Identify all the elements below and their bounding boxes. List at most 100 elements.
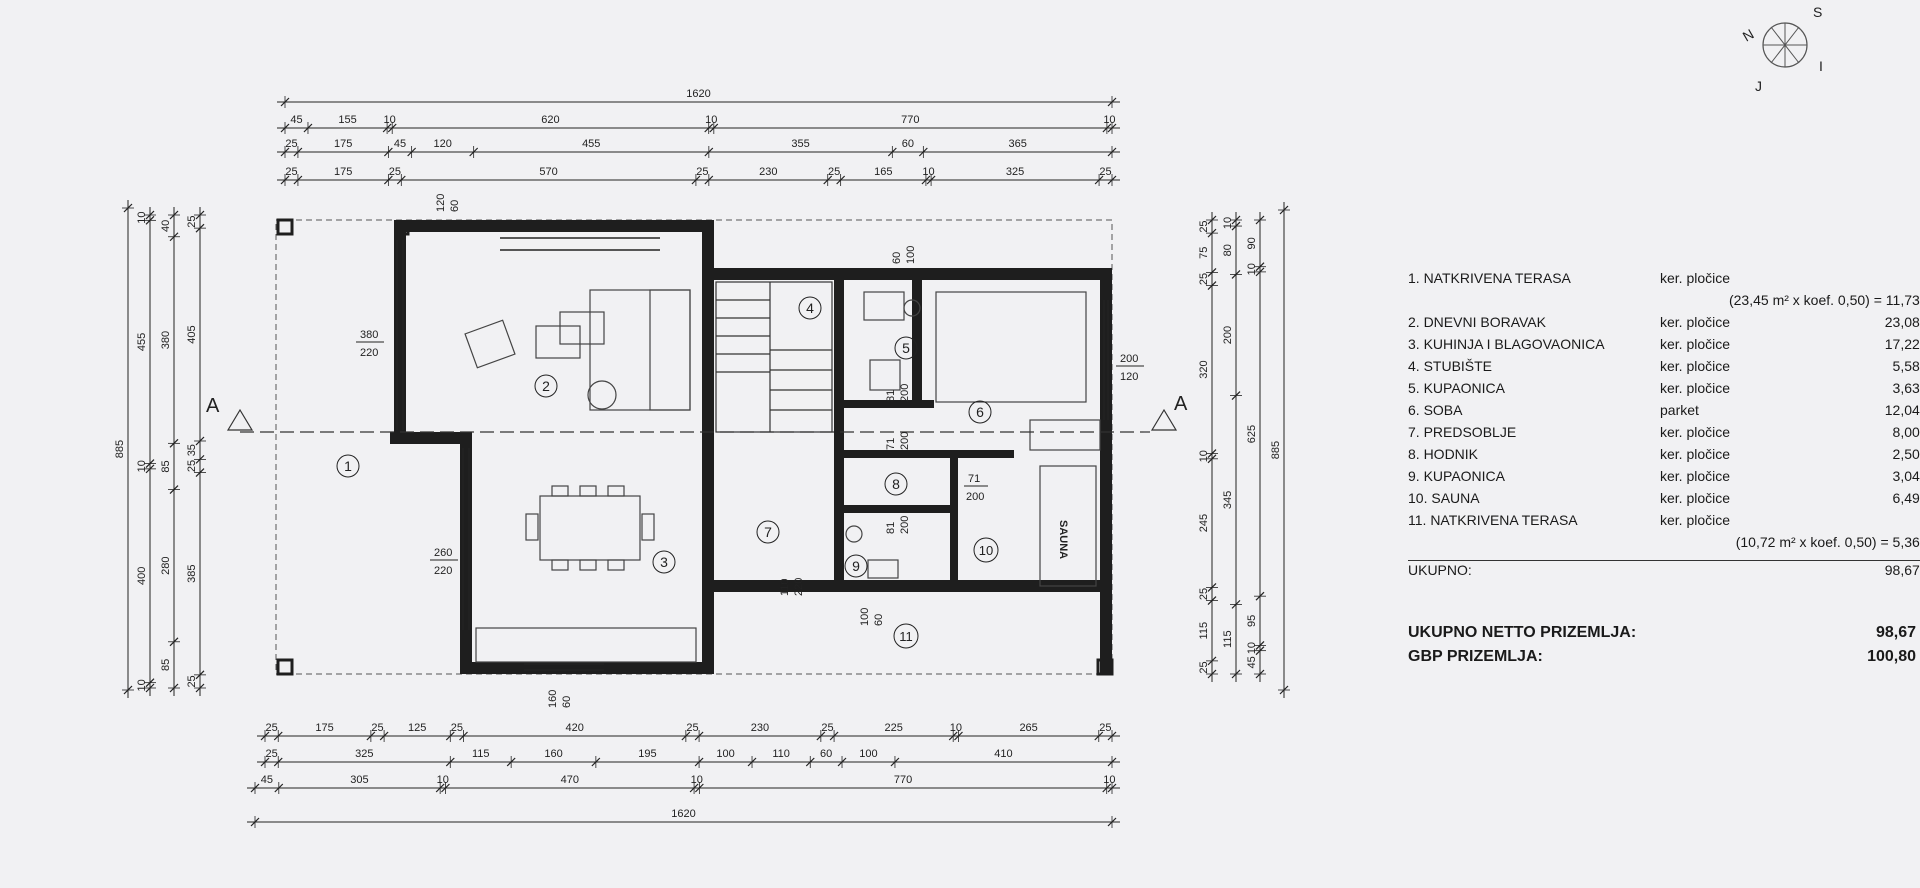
dim-label: 100 <box>716 748 734 760</box>
dim-label: 455 <box>136 333 148 351</box>
svg-text:100: 100 <box>905 246 917 264</box>
svg-text:60: 60 <box>891 252 903 264</box>
dim-label: 620 <box>541 114 559 126</box>
dim-label: 75 <box>1198 247 1210 259</box>
svg-text:110: 110 <box>779 578 791 596</box>
dim-label: 200 <box>1222 326 1234 344</box>
dim-label: 25 <box>696 166 708 178</box>
dim-label: 10 <box>1103 114 1115 126</box>
dim-label: 10 <box>1103 774 1115 786</box>
dim-label: 90 <box>1246 237 1258 249</box>
dim-label: 25 <box>828 166 840 178</box>
svg-text:260: 260 <box>434 547 452 559</box>
dim-label: 25 <box>1099 722 1111 734</box>
dim-label: 100 <box>859 748 877 760</box>
dim-label: 365 <box>1008 138 1026 150</box>
dim-label: 320 <box>1198 360 1210 378</box>
svg-text:160: 160 <box>547 690 559 708</box>
dim-label: 115 <box>1222 630 1234 648</box>
dim-label: 25 <box>389 166 401 178</box>
columns <box>276 218 1114 676</box>
dim-label: 160 <box>544 748 562 760</box>
svg-text:200: 200 <box>1120 353 1138 365</box>
svg-text:5: 5 <box>902 340 910 356</box>
dim-label: 155 <box>338 114 356 126</box>
dim-label: 265 <box>1019 722 1037 734</box>
dim-label: 770 <box>894 774 912 786</box>
dim-label: 10 <box>1246 263 1258 275</box>
dim-label: 325 <box>355 748 373 760</box>
svg-text:81: 81 <box>885 390 897 402</box>
svg-text:220: 220 <box>360 347 378 359</box>
svg-text:220: 220 <box>793 578 805 596</box>
dim-label: 380 <box>160 331 172 349</box>
dimensions-right: 2575253201024525115251080200345115901062… <box>1198 202 1290 698</box>
dim-label: 110 <box>772 748 790 760</box>
dim-label: 45 <box>290 114 302 126</box>
dim-label: 280 <box>160 556 172 574</box>
dim-label: 230 <box>751 722 769 734</box>
dim-label: 10 <box>1246 642 1258 654</box>
legend-row-11-formula: (10,72 m² x koef. 0,50) = 5,36 m² <box>1735 534 1920 550</box>
dim-label: 10 <box>384 114 396 126</box>
dim-label: 10 <box>136 460 148 472</box>
dim-label: 770 <box>901 114 919 126</box>
dim-label: 1620 <box>671 808 695 820</box>
dim-label: 60 <box>820 748 832 760</box>
dim-label: 40 <box>160 220 172 232</box>
svg-text:200: 200 <box>899 432 911 450</box>
room-number-7: 7 <box>756 520 780 544</box>
dim-label: 885 <box>114 440 126 458</box>
svg-text:9: 9 <box>852 558 860 574</box>
svg-text:2: 2 <box>542 378 550 394</box>
dim-label: 10 <box>1222 217 1234 229</box>
room-number-6: 6 <box>968 400 992 424</box>
dim-label: 25 <box>821 722 833 734</box>
dim-label: 115 <box>1198 622 1210 640</box>
dim-label: 25 <box>265 722 277 734</box>
sauna-label: SAUNA <box>1057 520 1069 559</box>
room-number-9: 9 <box>844 554 868 578</box>
dim-label: 115 <box>472 748 490 760</box>
dim-label: 225 <box>884 722 902 734</box>
dimensions-left: 8851045510400104038085280852540535253852… <box>114 200 206 698</box>
room-number-11: 11 <box>893 623 919 649</box>
section-marker-right-label: A <box>1174 393 1188 415</box>
svg-text:200: 200 <box>899 384 911 402</box>
dim-label: 45 <box>394 138 406 150</box>
dim-label: 10 <box>437 774 449 786</box>
dim-label: 1620 <box>686 88 710 100</box>
svg-text:120: 120 <box>1120 371 1138 383</box>
dim-label: 35 <box>186 444 198 456</box>
svg-text:60: 60 <box>561 696 573 708</box>
svg-text:81: 81 <box>885 522 897 534</box>
dim-label: 45 <box>1246 656 1258 668</box>
north-letter-j: J <box>1755 78 1762 94</box>
svg-text:200: 200 <box>966 491 984 503</box>
dim-label: 10 <box>922 166 934 178</box>
dim-label: 95 <box>1246 615 1258 627</box>
dim-label: 245 <box>1198 514 1210 532</box>
svg-text:120: 120 <box>435 194 447 212</box>
dim-label: 25 <box>1198 220 1210 232</box>
opening-o4: 200 120 <box>1116 353 1144 383</box>
section-marker-left: A <box>206 395 254 431</box>
dim-label: 10 <box>1198 450 1210 462</box>
total-divider <box>1408 560 1920 561</box>
dim-label: 25 <box>371 722 383 734</box>
legend-gbp-total: GBP PRIZEMLJA:100,80 m² <box>1408 648 1920 665</box>
legend-net-total: UKUPNO NETTO PRIZEMLJA:98,67 m² <box>1408 624 1920 641</box>
